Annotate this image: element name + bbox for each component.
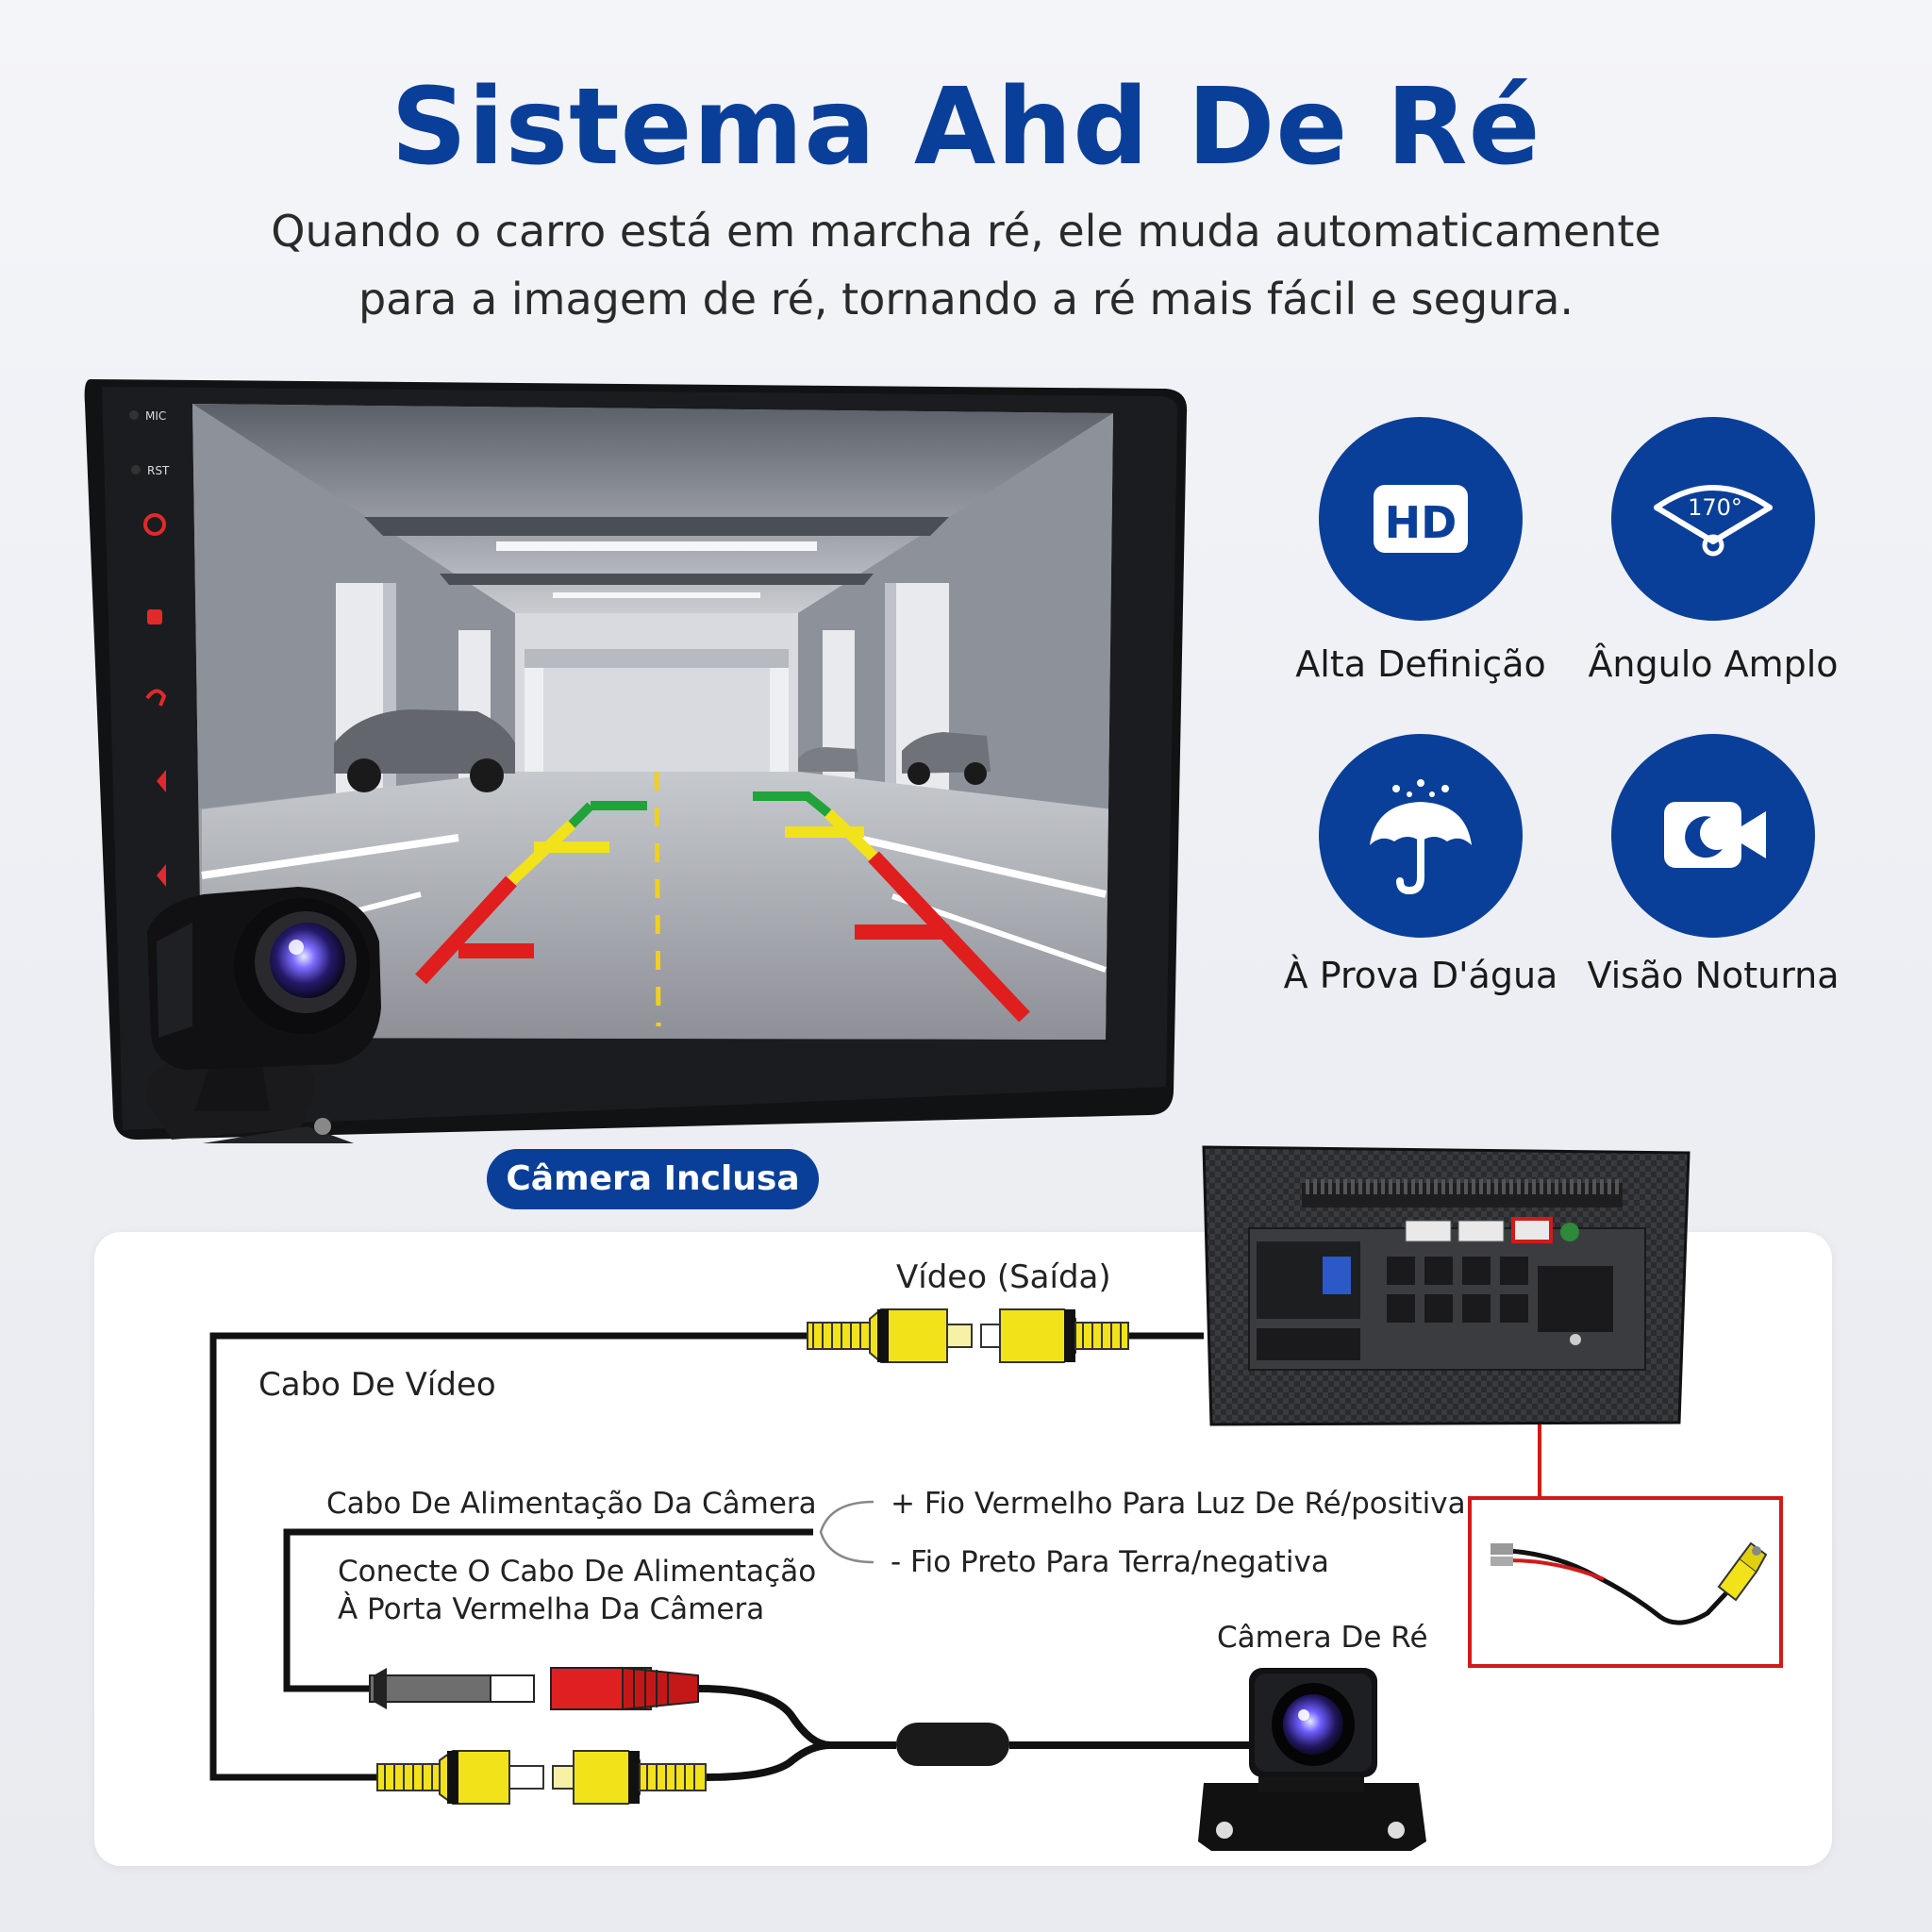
connect-power-line-2: À Porta Vermelha Da Câmera: [338, 1592, 765, 1626]
power-connector: [369, 1666, 699, 1711]
wide-angle-icon-text: 170°: [1688, 494, 1742, 521]
umbrella-rain-icon: [1319, 734, 1523, 938]
feature-label-high-definition: Alta Definição: [1295, 643, 1546, 685]
video-cable-label: Cabo De Vídeo: [258, 1366, 496, 1404]
feature-label-night-vision: Visão Noturna: [1587, 955, 1840, 996]
head-unit-back-image: [1202, 1145, 1690, 1426]
mic-label: MIC: [145, 409, 166, 423]
page-title: Sistema Ahd De Ré: [391, 66, 1541, 189]
hd-icon: HD: [1319, 417, 1523, 621]
black-wire-label: - Fio Preto Para Terra/negativa: [891, 1545, 1329, 1579]
rca-connector-camera: [376, 1750, 707, 1805]
feature-label-waterproof: À Prova D'água: [1283, 955, 1558, 996]
subtitle-line-2: para a imagem de ré, tornando a ré mais …: [358, 274, 1574, 325]
side-buttons: [143, 513, 167, 887]
red-wire-label: + Fio Vermelho Para Luz De Ré/positiva: [891, 1487, 1466, 1521]
rca-connector-video-out: [807, 1308, 1129, 1363]
head-unit-display: MIC RST: [84, 379, 1188, 1143]
camera-product-image: [146, 887, 381, 1143]
connect-power-line-1: Conecte O Cabo De Alimentação: [338, 1555, 817, 1589]
video-out-label: Vídeo (Saída): [896, 1258, 1111, 1296]
hd-icon-text: HD: [1385, 497, 1457, 548]
rear-camera-image: [1198, 1668, 1426, 1851]
night-camera-icon: [1611, 734, 1815, 938]
camera-power-cable-label: Cabo De Alimentação Da Câmera: [326, 1487, 817, 1521]
wide-angle-icon: 170°: [1611, 417, 1815, 621]
feature-label-wide-angle: Ângulo Amplo: [1588, 643, 1839, 685]
harness-detail-box: [1468, 1496, 1783, 1668]
subtitle-line-1: Quando o carro está em marcha ré, ele mu…: [271, 206, 1661, 257]
camera-included-badge: Câmera Inclusa: [487, 1149, 819, 1209]
rear-camera-label: Câmera De Ré: [1217, 1621, 1428, 1655]
rst-label: RST: [147, 464, 170, 477]
